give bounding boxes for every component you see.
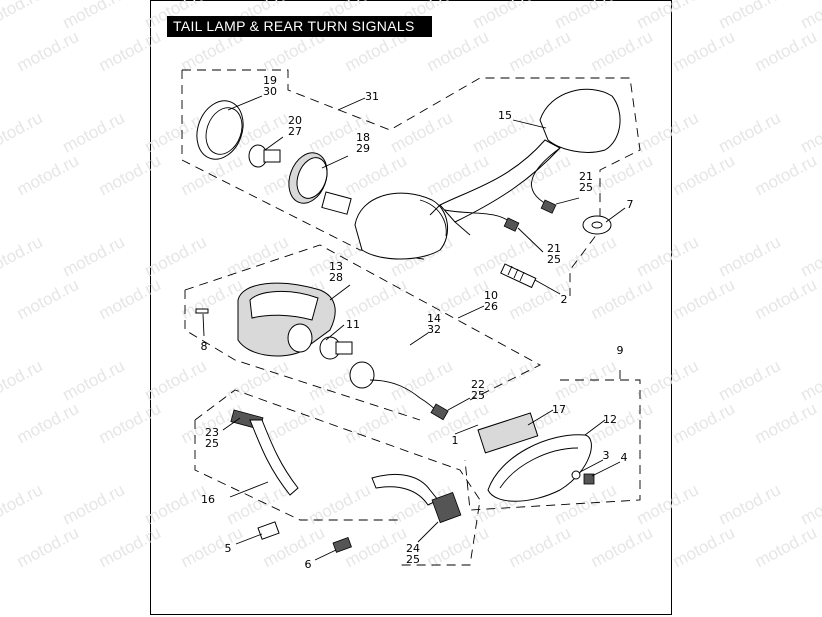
callout-6: 6 <box>305 558 312 571</box>
callout-23-25-line1: 23 <box>205 426 219 439</box>
callout-18-29-line1: 18 <box>356 131 370 144</box>
callout-22-25-line2: 25 <box>471 389 485 402</box>
callout-31: 31 <box>365 90 379 103</box>
group-outline-9 <box>464 370 641 511</box>
callout-16: 16 <box>201 493 215 506</box>
group-outline-16 <box>194 389 481 566</box>
callout-4: 4 <box>621 451 628 464</box>
callout-3: 3 <box>603 449 610 462</box>
bulb <box>248 144 281 168</box>
harness-16-extension <box>371 473 462 524</box>
callout-21-25b-line1: 21 <box>547 242 561 255</box>
callout-22-25-line1: 22 <box>471 378 485 391</box>
callout-21-25a-line1: 21 <box>579 170 593 183</box>
turn-signal-shell-rear <box>539 88 621 153</box>
callout-17: 17 <box>552 403 566 416</box>
callout-11: 11 <box>346 318 360 331</box>
callout-14-32-line2: 32 <box>427 323 441 336</box>
callout-9: 9 <box>617 344 624 357</box>
tail-bulb <box>319 336 353 360</box>
callout-19-30-line2: 30 <box>263 85 277 98</box>
callout-12: 12 <box>603 413 617 426</box>
lamp-housing <box>288 152 352 215</box>
washer <box>582 215 612 235</box>
connector-clip-6 <box>332 537 352 553</box>
connector-clip-5 <box>257 521 280 540</box>
callout-20-27-line1: 20 <box>288 114 302 127</box>
callout-2: 2 <box>561 293 568 306</box>
callout-21-25b-line2: 25 <box>547 253 561 266</box>
callout-19-30-line1: 19 <box>263 74 277 87</box>
callout-13-28-line2: 28 <box>329 271 343 284</box>
callout-5: 5 <box>225 542 232 555</box>
main-harness <box>230 409 299 496</box>
screw-and-washer <box>571 470 595 485</box>
callout-20-27-line2: 27 <box>288 125 302 138</box>
license-lamp-lens <box>487 434 592 502</box>
callout-23-25-line2: 25 <box>205 437 219 450</box>
callout-24-25-line1: 24 <box>406 542 420 555</box>
callout-18-29-line2: 29 <box>356 142 370 155</box>
group-outline-31 <box>181 69 641 296</box>
leader-lines <box>202 95 626 561</box>
callout-8: 8 <box>201 340 208 353</box>
callout-10-26-line2: 26 <box>484 300 498 313</box>
bolt <box>500 263 537 289</box>
group-outline-14 <box>184 244 541 421</box>
turn-signal-wires <box>444 147 561 232</box>
callout-13-28-line1: 13 <box>329 260 343 273</box>
callout-10-26-line1: 10 <box>484 289 498 302</box>
lamp-lens <box>196 100 244 160</box>
callout-24-25-line2: 25 <box>406 553 420 566</box>
callout-21-25a-line2: 25 <box>579 181 593 194</box>
tail-socket-harness <box>349 361 449 421</box>
diagram-title: TAIL LAMP & REAR TURN SIGNALS <box>167 16 432 37</box>
callout-1: 1 <box>452 434 459 447</box>
callout-7: 7 <box>627 198 634 211</box>
callout-14-32-line1: 14 <box>427 312 441 325</box>
tail-lamp-housing <box>237 282 336 357</box>
license-bracket <box>477 412 539 454</box>
mounting-bracket <box>429 139 561 236</box>
turn-signal-shell-front <box>354 192 449 260</box>
callout-15: 15 <box>498 109 512 122</box>
pin <box>195 308 209 314</box>
